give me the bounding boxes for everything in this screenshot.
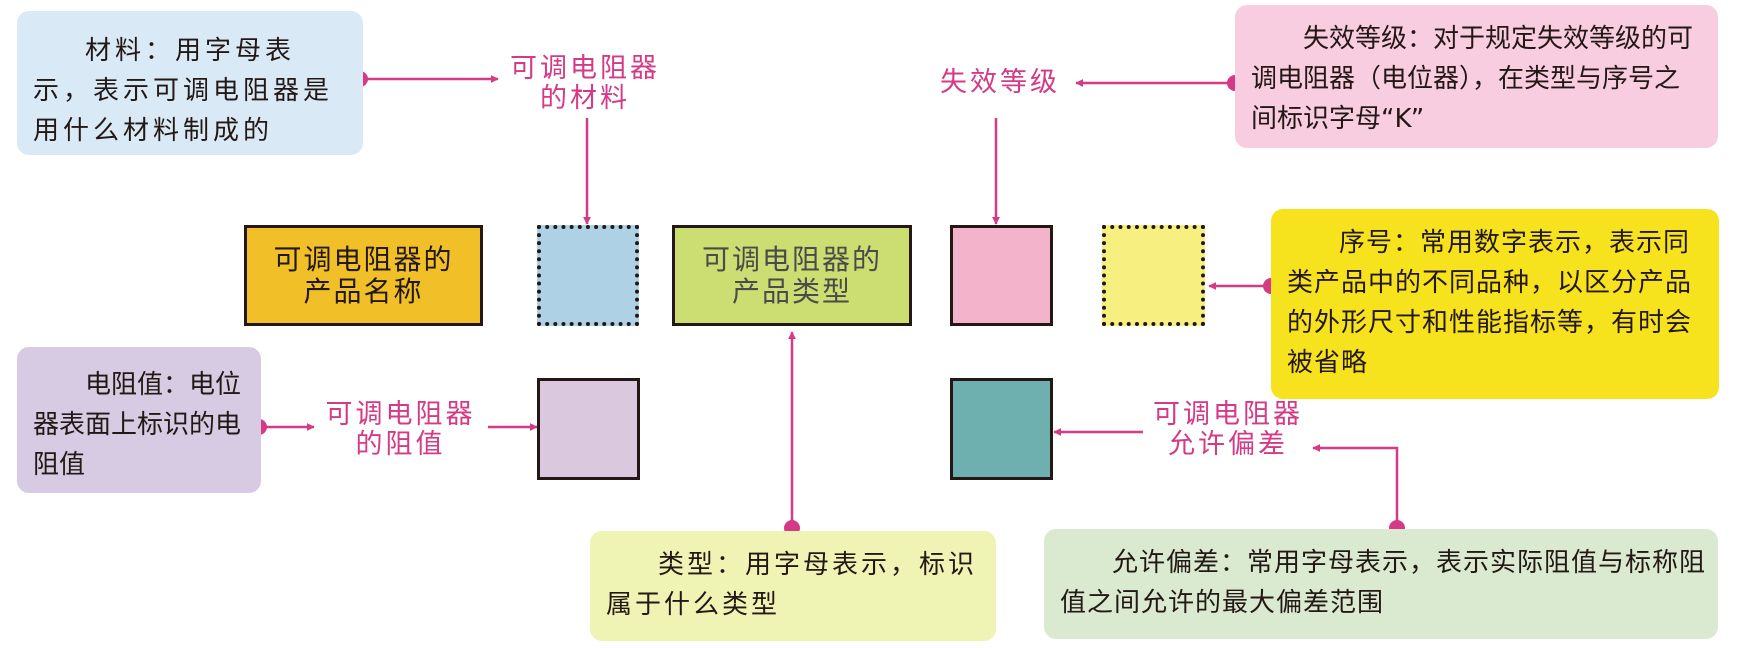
callout-tolerance: 允许偏差：常用字母表示，表示实际阻值与标称阻值之间允许的最大偏差范围: [1044, 529, 1718, 639]
callout-serial-text: 序号：常用数字表示，表示同类产品中的不同品种，以区分产品的外形尺寸和性能指标等，…: [1287, 228, 1693, 378]
label-tolerance-line1: 可调电阻器: [1153, 399, 1303, 430]
callout-type: 类型：用字母表示，标识属于什么类型: [590, 531, 996, 641]
label-resistance-line1: 可调电阻器: [325, 399, 476, 430]
box-resistance-value: [537, 378, 640, 480]
callout-type-text: 类型：用字母表示，标识属于什么类型: [606, 550, 978, 620]
label-tolerance: 可调电阻器 允许偏差: [1143, 400, 1313, 460]
label-resistance-line2: 的阻值: [355, 429, 446, 460]
callout-material-text: 材料：用字母表示，表示可调电阻器是用什么材料制成的: [33, 36, 334, 146]
label-material: 可调电阻器 的材料: [500, 54, 670, 114]
callout-resistance-text: 电阻值：电位器表面上标识的电阻值: [33, 370, 242, 480]
callout-failure-text: 失效等级：对于规定失效等级的可调电阻器（电位器），在类型与序号之间标识字母“K”: [1251, 24, 1694, 134]
box-product-name: 可调电阻器的 产品名称: [244, 225, 483, 326]
box-product-name-line2: 产品名称: [303, 274, 424, 308]
callout-failure: 失效等级：对于规定失效等级的可调电阻器（电位器），在类型与序号之间标识字母“K”: [1235, 5, 1718, 148]
box-product-type-line2: 产品类型: [731, 274, 852, 308]
callout-resistance: 电阻值：电位器表面上标识的电阻值: [17, 347, 261, 493]
connector-tolerance-elbow: [1312, 444, 1399, 528]
label-resistance: 可调电阻器 的阻值: [313, 400, 488, 460]
box-serial-number: [1102, 225, 1205, 326]
box-failure-level: [950, 225, 1053, 326]
box-product-type-text: 可调电阻器的 产品类型: [675, 242, 909, 308]
callout-serial: 序号：常用数字表示，表示同类产品中的不同品种，以区分产品的外形尺寸和性能指标等，…: [1271, 209, 1719, 399]
label-material-line1: 可调电阻器: [510, 53, 660, 84]
label-failure: 失效等级: [935, 68, 1065, 98]
callout-tolerance-text: 允许偏差：常用字母表示，表示实际阻值与标称阻值之间允许的最大偏差范围: [1060, 548, 1707, 618]
label-material-line2: 的材料: [540, 83, 630, 114]
box-tolerance: [950, 378, 1053, 480]
label-failure-text: 失效等级: [940, 67, 1060, 98]
box-product-type: 可调电阻器的 产品类型: [672, 225, 912, 326]
box-material: [537, 225, 639, 326]
label-tolerance-line2: 允许偏差: [1168, 429, 1288, 460]
box-product-name-text: 可调电阻器的 产品名称: [247, 242, 480, 308]
callout-material: 材料：用字母表示，表示可调电阻器是用什么材料制成的: [17, 11, 363, 155]
box-product-type-line1: 可调电阻器的: [701, 242, 882, 276]
box-product-name-line1: 可调电阻器的: [273, 242, 454, 276]
